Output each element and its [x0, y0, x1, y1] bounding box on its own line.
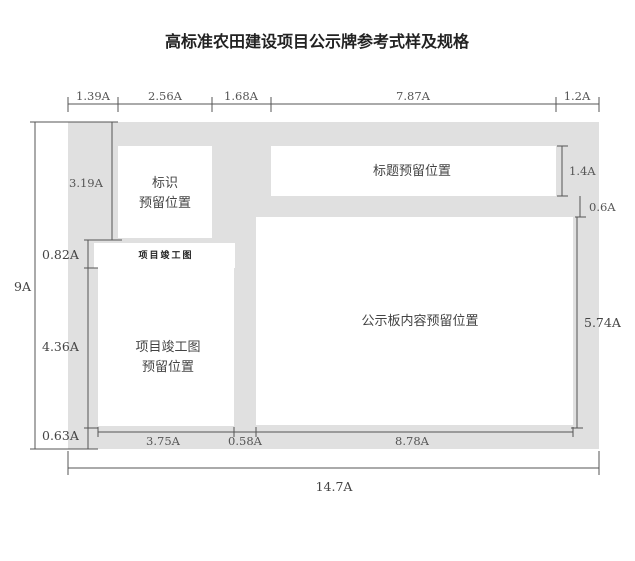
- top-dimension-label: 1.68A: [224, 89, 259, 103]
- right-dimension-label: 0.6A: [589, 200, 616, 214]
- left-dimension-label: 0.82A: [42, 247, 80, 262]
- total-width-label: 14.7A: [316, 479, 354, 494]
- heading-area: [271, 146, 556, 196]
- top-dimension-label: 7.87A: [396, 89, 431, 103]
- content-area: [256, 217, 573, 425]
- band-strip: [94, 243, 235, 268]
- bottom-inner-label: 0.58A: [228, 434, 263, 448]
- total-height-label: 9A: [14, 279, 32, 294]
- left-dimension-label: 3.19A: [69, 176, 104, 190]
- map-area-label-line-2: 预留位置: [142, 360, 194, 375]
- bottom-inner-label: 8.78A: [395, 434, 430, 448]
- logo-area-label-line-1: 标识: [152, 176, 178, 191]
- left-dimension-label: 4.36A: [42, 339, 80, 354]
- band-strip-label: 项目竣工图: [138, 249, 193, 261]
- map-area: [98, 268, 234, 426]
- map-area-label-line-1: 项目竣工图: [135, 340, 200, 355]
- right-dimension-label: 5.74A: [584, 315, 622, 330]
- top-dimension-label: 1.39A: [76, 89, 111, 103]
- left-dimension-label: 0.63A: [42, 428, 80, 443]
- top-dimension-label: 2.56A: [148, 89, 183, 103]
- content-area-label: 公示板内容预留位置: [361, 313, 478, 329]
- logo-area-label-line-2: 预留位置: [139, 196, 191, 211]
- page-title: 高标准农田建设项目公示牌参考式样及规格: [165, 32, 470, 51]
- right-dimension-label: 1.4A: [569, 164, 596, 178]
- bottom-inner-label: 3.75A: [146, 434, 181, 448]
- top-dimension-label: 1.2A: [564, 89, 591, 103]
- logo-area: [118, 146, 212, 238]
- heading-area-label: 标题预留位置: [373, 164, 451, 179]
